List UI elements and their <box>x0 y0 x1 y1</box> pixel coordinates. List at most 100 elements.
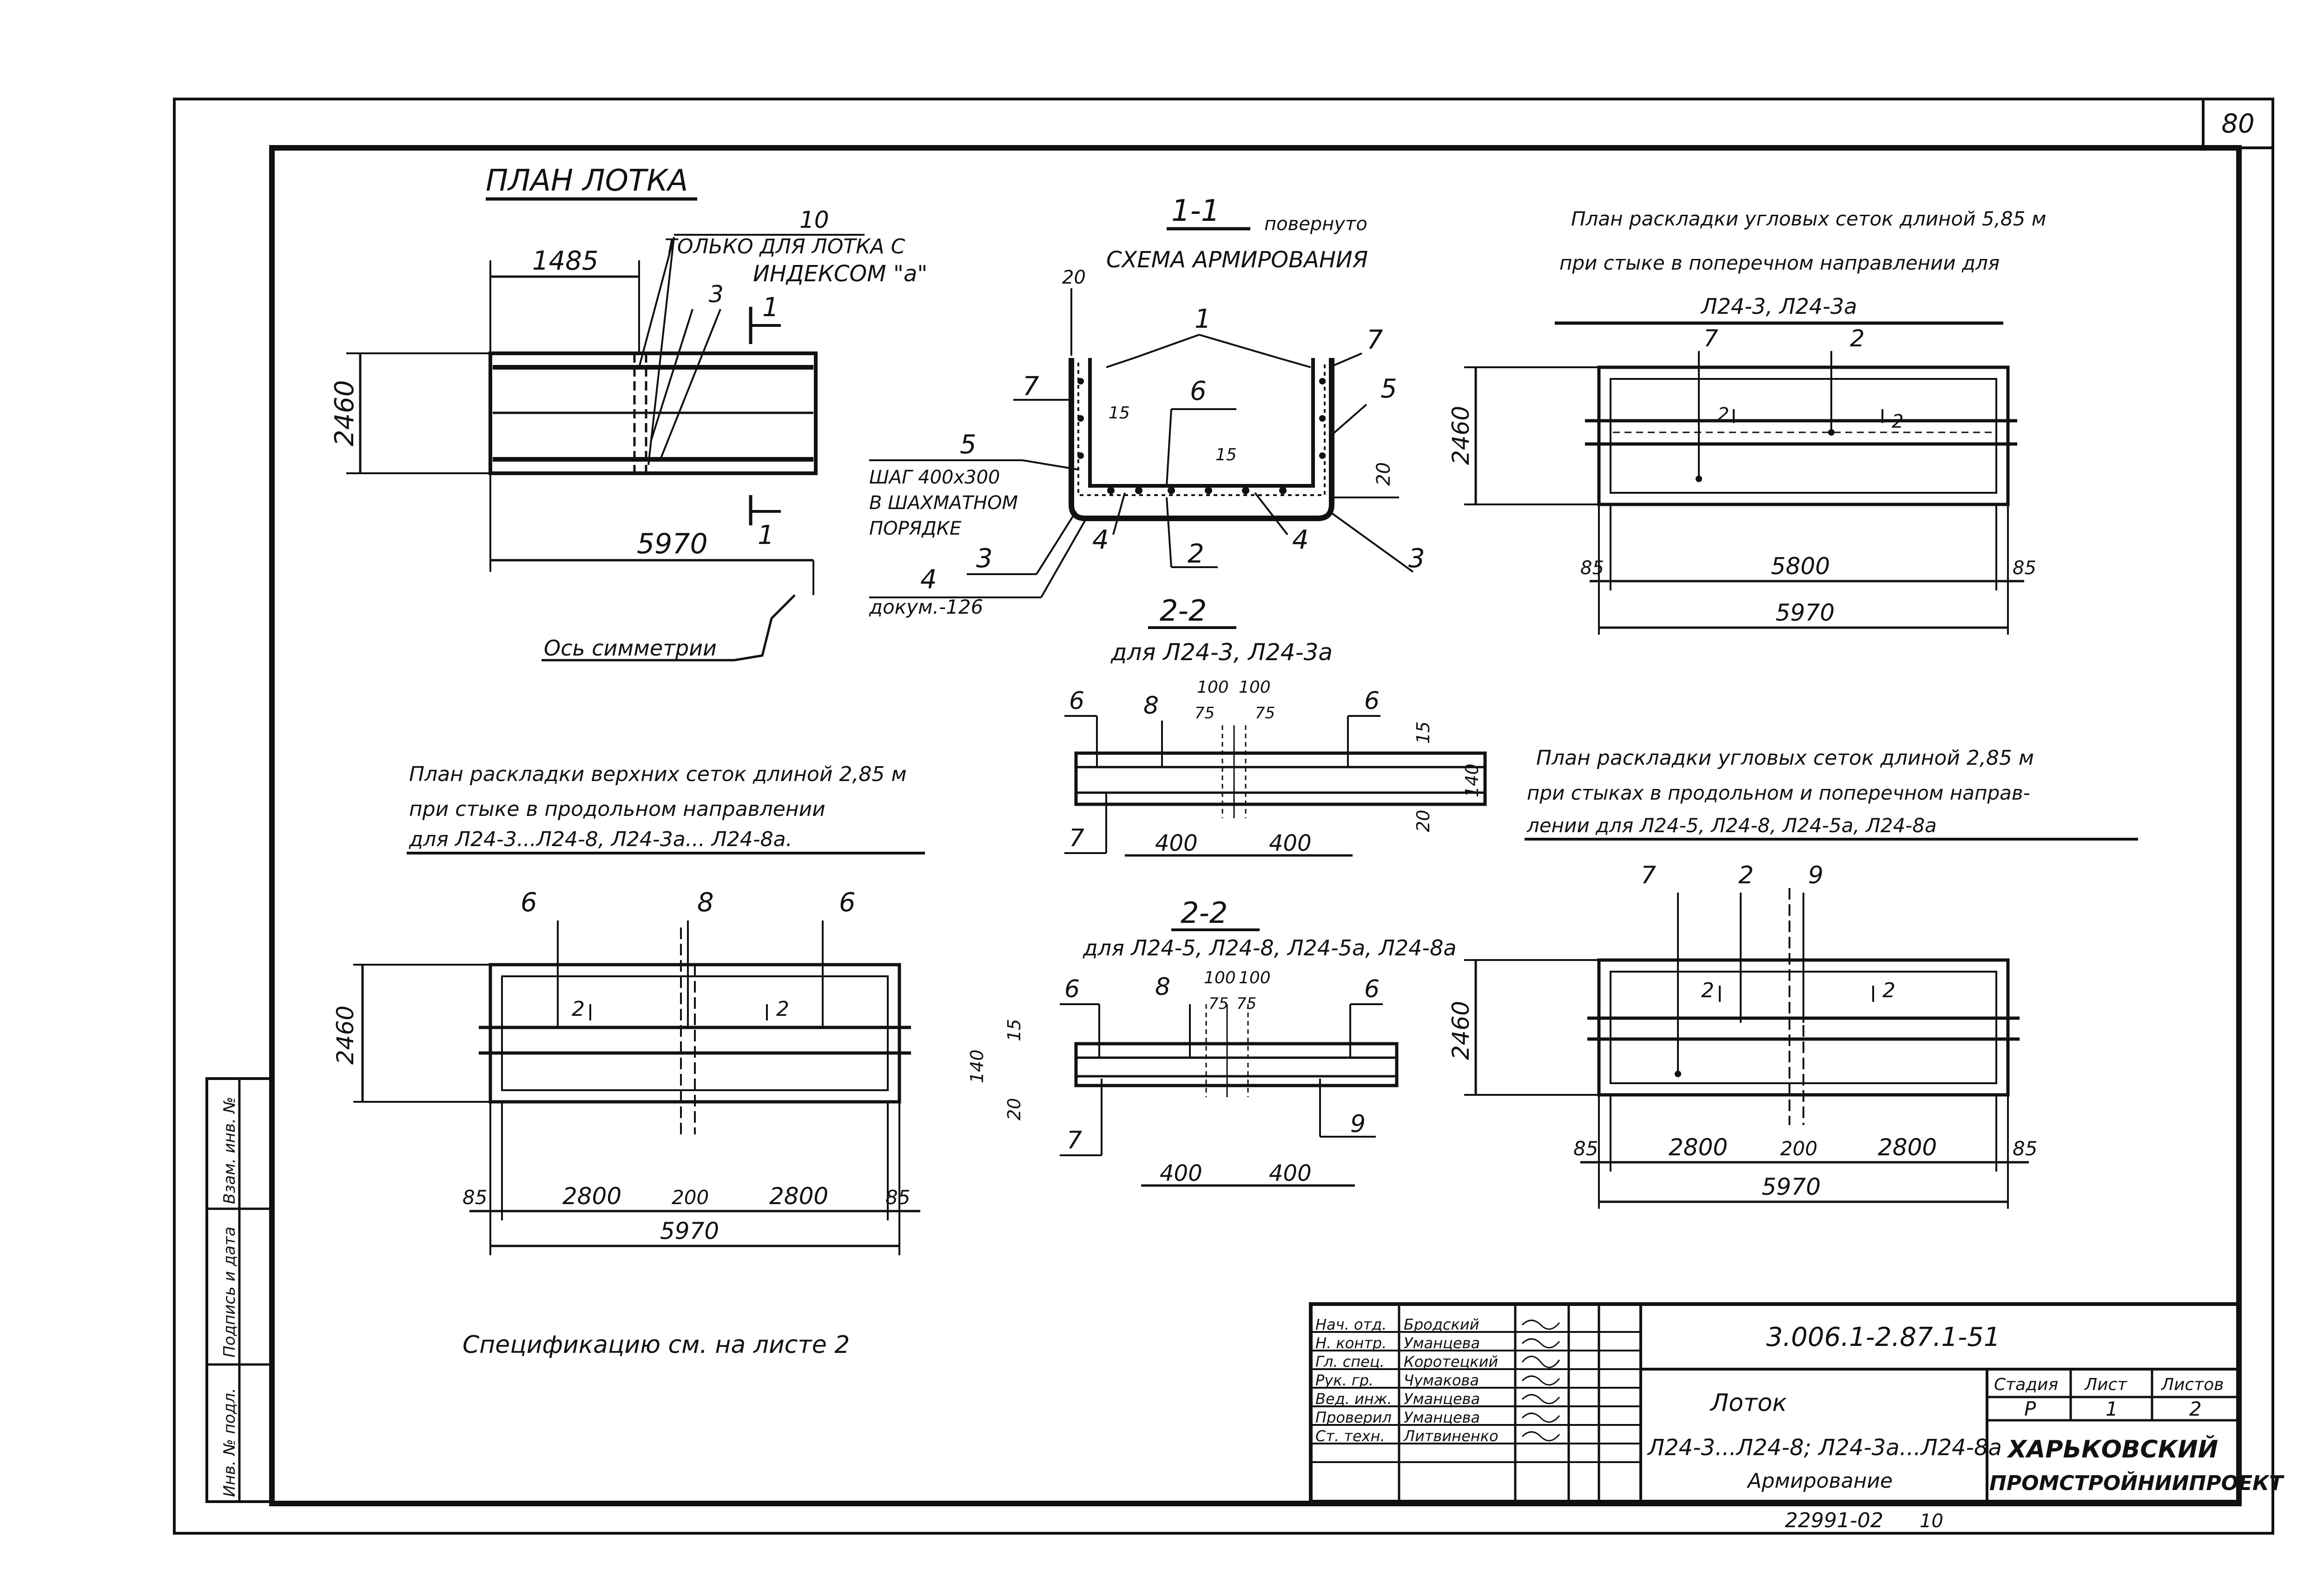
dim-75-a: 75 <box>1195 704 1215 722</box>
dim-2460: 2460 <box>330 380 360 446</box>
sheets-header: Листов <box>2160 1375 2224 1394</box>
section-mark-1-top: 1 <box>762 292 779 323</box>
dim-5970: 5970 <box>660 1218 719 1245</box>
sheet-value: 1 <box>2106 1398 2118 1420</box>
name-1: Уманцева <box>1404 1334 1480 1352</box>
section-2-2-b-view: 2-2 для Л24-5, Л24-8, Л24-5а, Л24-8а 100… <box>967 896 1457 1187</box>
mark-2-b: 2 <box>776 997 789 1021</box>
mark-3-left: 3 <box>976 543 993 574</box>
mark-2-b: 2 <box>1882 979 1895 1002</box>
dim-1485: 1485 <box>532 246 599 276</box>
note-only-for-a: ТОЛЬКО ДЛЯ ЛОТКА С <box>665 235 905 258</box>
mark-2-a: 2 <box>1717 404 1729 425</box>
dim-2460: 2460 <box>332 1006 359 1065</box>
footer-code: 22991-02 <box>1785 1509 1883 1532</box>
dim-140: 140 <box>967 1049 987 1083</box>
org-name-2: ПРОМСТРОЙНИИПРОЕКТ <box>1989 1470 2284 1495</box>
mark-6-left: 6 <box>1064 975 1080 1003</box>
dim-400-a: 400 <box>1160 1160 1202 1186</box>
corner-mesh-585-view: План раскладки угловых сеток длиной 5,85… <box>1447 207 2046 635</box>
mark-7: 7 <box>1641 861 1656 889</box>
tray-plan-view: ПЛАН ЛОТКА 1485 2460 5970 Ось симметрии … <box>330 164 927 662</box>
dim-100-b: 100 <box>1239 968 1271 987</box>
corner-285-title-2: при стыках в продольном и поперечном нап… <box>1527 782 2030 804</box>
sheet-number-box <box>2202 98 2274 149</box>
mark-10: 10 <box>799 206 829 233</box>
section-2-2-a-subtitle: для Л24-3, Л24-3а <box>1110 639 1333 666</box>
note-doc-126: докум.-126 <box>869 596 983 618</box>
stamp-inv-podl: Инв. № подл. <box>220 1388 239 1497</box>
signature-marks <box>1521 1319 1560 1442</box>
note-checker-1: В ШАХМАТНОМ <box>869 492 1018 514</box>
name-0: Бродский <box>1404 1316 1479 1333</box>
name-4: Уманцева <box>1404 1390 1480 1408</box>
dim-15-left: 15 <box>1109 404 1130 423</box>
role-4: Вед. инж. <box>1315 1390 1392 1408</box>
top-mesh-title-2: при стыке в продольном направлении <box>409 797 825 821</box>
mark-3-right: 3 <box>1408 543 1425 574</box>
corner-585-title-3: Л24-3, Л24-3а <box>1700 294 1857 319</box>
mark-6-right: 6 <box>1364 975 1380 1003</box>
footer-number: 10 <box>1920 1510 1943 1532</box>
doc-code: 3.006.1-2.87.1-51 <box>1766 1322 2000 1352</box>
dim-200: 200 <box>1780 1137 1817 1160</box>
mark-6-left: 6 <box>521 888 537 918</box>
dim-20: 20 <box>1413 810 1433 832</box>
name-5: Уманцева <box>1404 1409 1480 1426</box>
product-name-3: Армирование <box>1746 1469 1893 1493</box>
sheet-number: 80 <box>2221 109 2254 139</box>
name-3: Чумакова <box>1404 1371 1479 1389</box>
section-2-2-a-view: 2-2 для Л24-3, Л24-3а 100 100 75 75 6 8 … <box>1064 594 1487 857</box>
dim-85-left: 85 <box>1573 1137 1598 1160</box>
mark-6-right: 6 <box>1364 687 1380 715</box>
mark-2-a: 2 <box>572 997 585 1021</box>
mark-2: 2 <box>1850 325 1865 352</box>
dim-2800-left: 2800 <box>562 1183 621 1210</box>
role-5: Проверил <box>1315 1409 1392 1426</box>
stage-header: Стадия <box>1994 1375 2058 1394</box>
dim-20-top: 20 <box>1062 267 1086 288</box>
dim-2460: 2460 <box>1447 1001 1474 1060</box>
mark-6-right: 6 <box>839 888 856 918</box>
dim-75-b: 75 <box>1255 704 1275 722</box>
role-0: Нач. отд. <box>1315 1316 1386 1333</box>
dim-5970: 5970 <box>1762 1173 1821 1200</box>
section-mark-1-bottom: 1 <box>758 520 774 550</box>
sheet-header: Лист <box>2084 1375 2127 1394</box>
dim-85-left: 85 <box>1580 557 1604 579</box>
dim-75-b: 75 <box>1236 994 1256 1013</box>
product-name-2: Л24-3...Л24-8; Л24-3а...Л24-8а <box>1647 1435 2002 1461</box>
name-2: Коротецкий <box>1404 1353 1498 1371</box>
margin-stamp: Инв. № подл. Подпись и дата Взам. инв. № <box>205 1077 273 1503</box>
outer-frame <box>173 98 2274 1535</box>
dim-5970: 5970 <box>1776 599 1835 626</box>
corner-585-title-2: при стыке в поперечном направлении для <box>1559 252 2000 274</box>
mark-4-center-right: 4 <box>1292 525 1309 555</box>
mark-7: 7 <box>1067 1126 1082 1154</box>
dim-15: 15 <box>1413 722 1433 744</box>
mark-5-right: 5 <box>1380 374 1397 404</box>
dim-85-right: 85 <box>2013 1137 2037 1160</box>
mark-1: 1 <box>1195 304 1211 334</box>
dim-100-b: 100 <box>1239 678 1271 697</box>
dim-2460: 2460 <box>1447 406 1474 465</box>
dim-85-right: 85 <box>885 1186 910 1209</box>
product-name-1: Лоток <box>1710 1389 1787 1417</box>
stamp-vzam-inv: Взам. инв. № <box>220 1097 239 1204</box>
dim-75-a: 75 <box>1208 994 1228 1013</box>
mark-6: 6 <box>1190 376 1207 406</box>
corner-285-title-3: лении для Л24-5, Л24-8, Л24-5а, Л24-8а <box>1526 814 1937 837</box>
stage-value: Р <box>2024 1398 2036 1420</box>
org-name-1: ХАРЬКОВСКИЙ <box>2007 1435 2218 1464</box>
section-1-1-view: 1-1 повернуто СХЕМА АРМИРОВАНИЯ 20 15 15… <box>869 194 1425 618</box>
dim-15-bottom: 15 <box>1215 445 1237 464</box>
symmetry-axis-label: Ось симметрии <box>544 636 717 661</box>
dim-140: 140 <box>1462 763 1482 797</box>
mark-9: 9 <box>1808 861 1823 889</box>
mark-2: 2 <box>1738 861 1754 889</box>
dim-20: 20 <box>1004 1098 1024 1120</box>
corner-585-title-1: План раскладки угловых сеток длиной 5,85… <box>1571 207 2046 230</box>
section-2-2-a-title: 2-2 <box>1160 594 1207 628</box>
name-6: Литвиненко <box>1403 1427 1499 1445</box>
